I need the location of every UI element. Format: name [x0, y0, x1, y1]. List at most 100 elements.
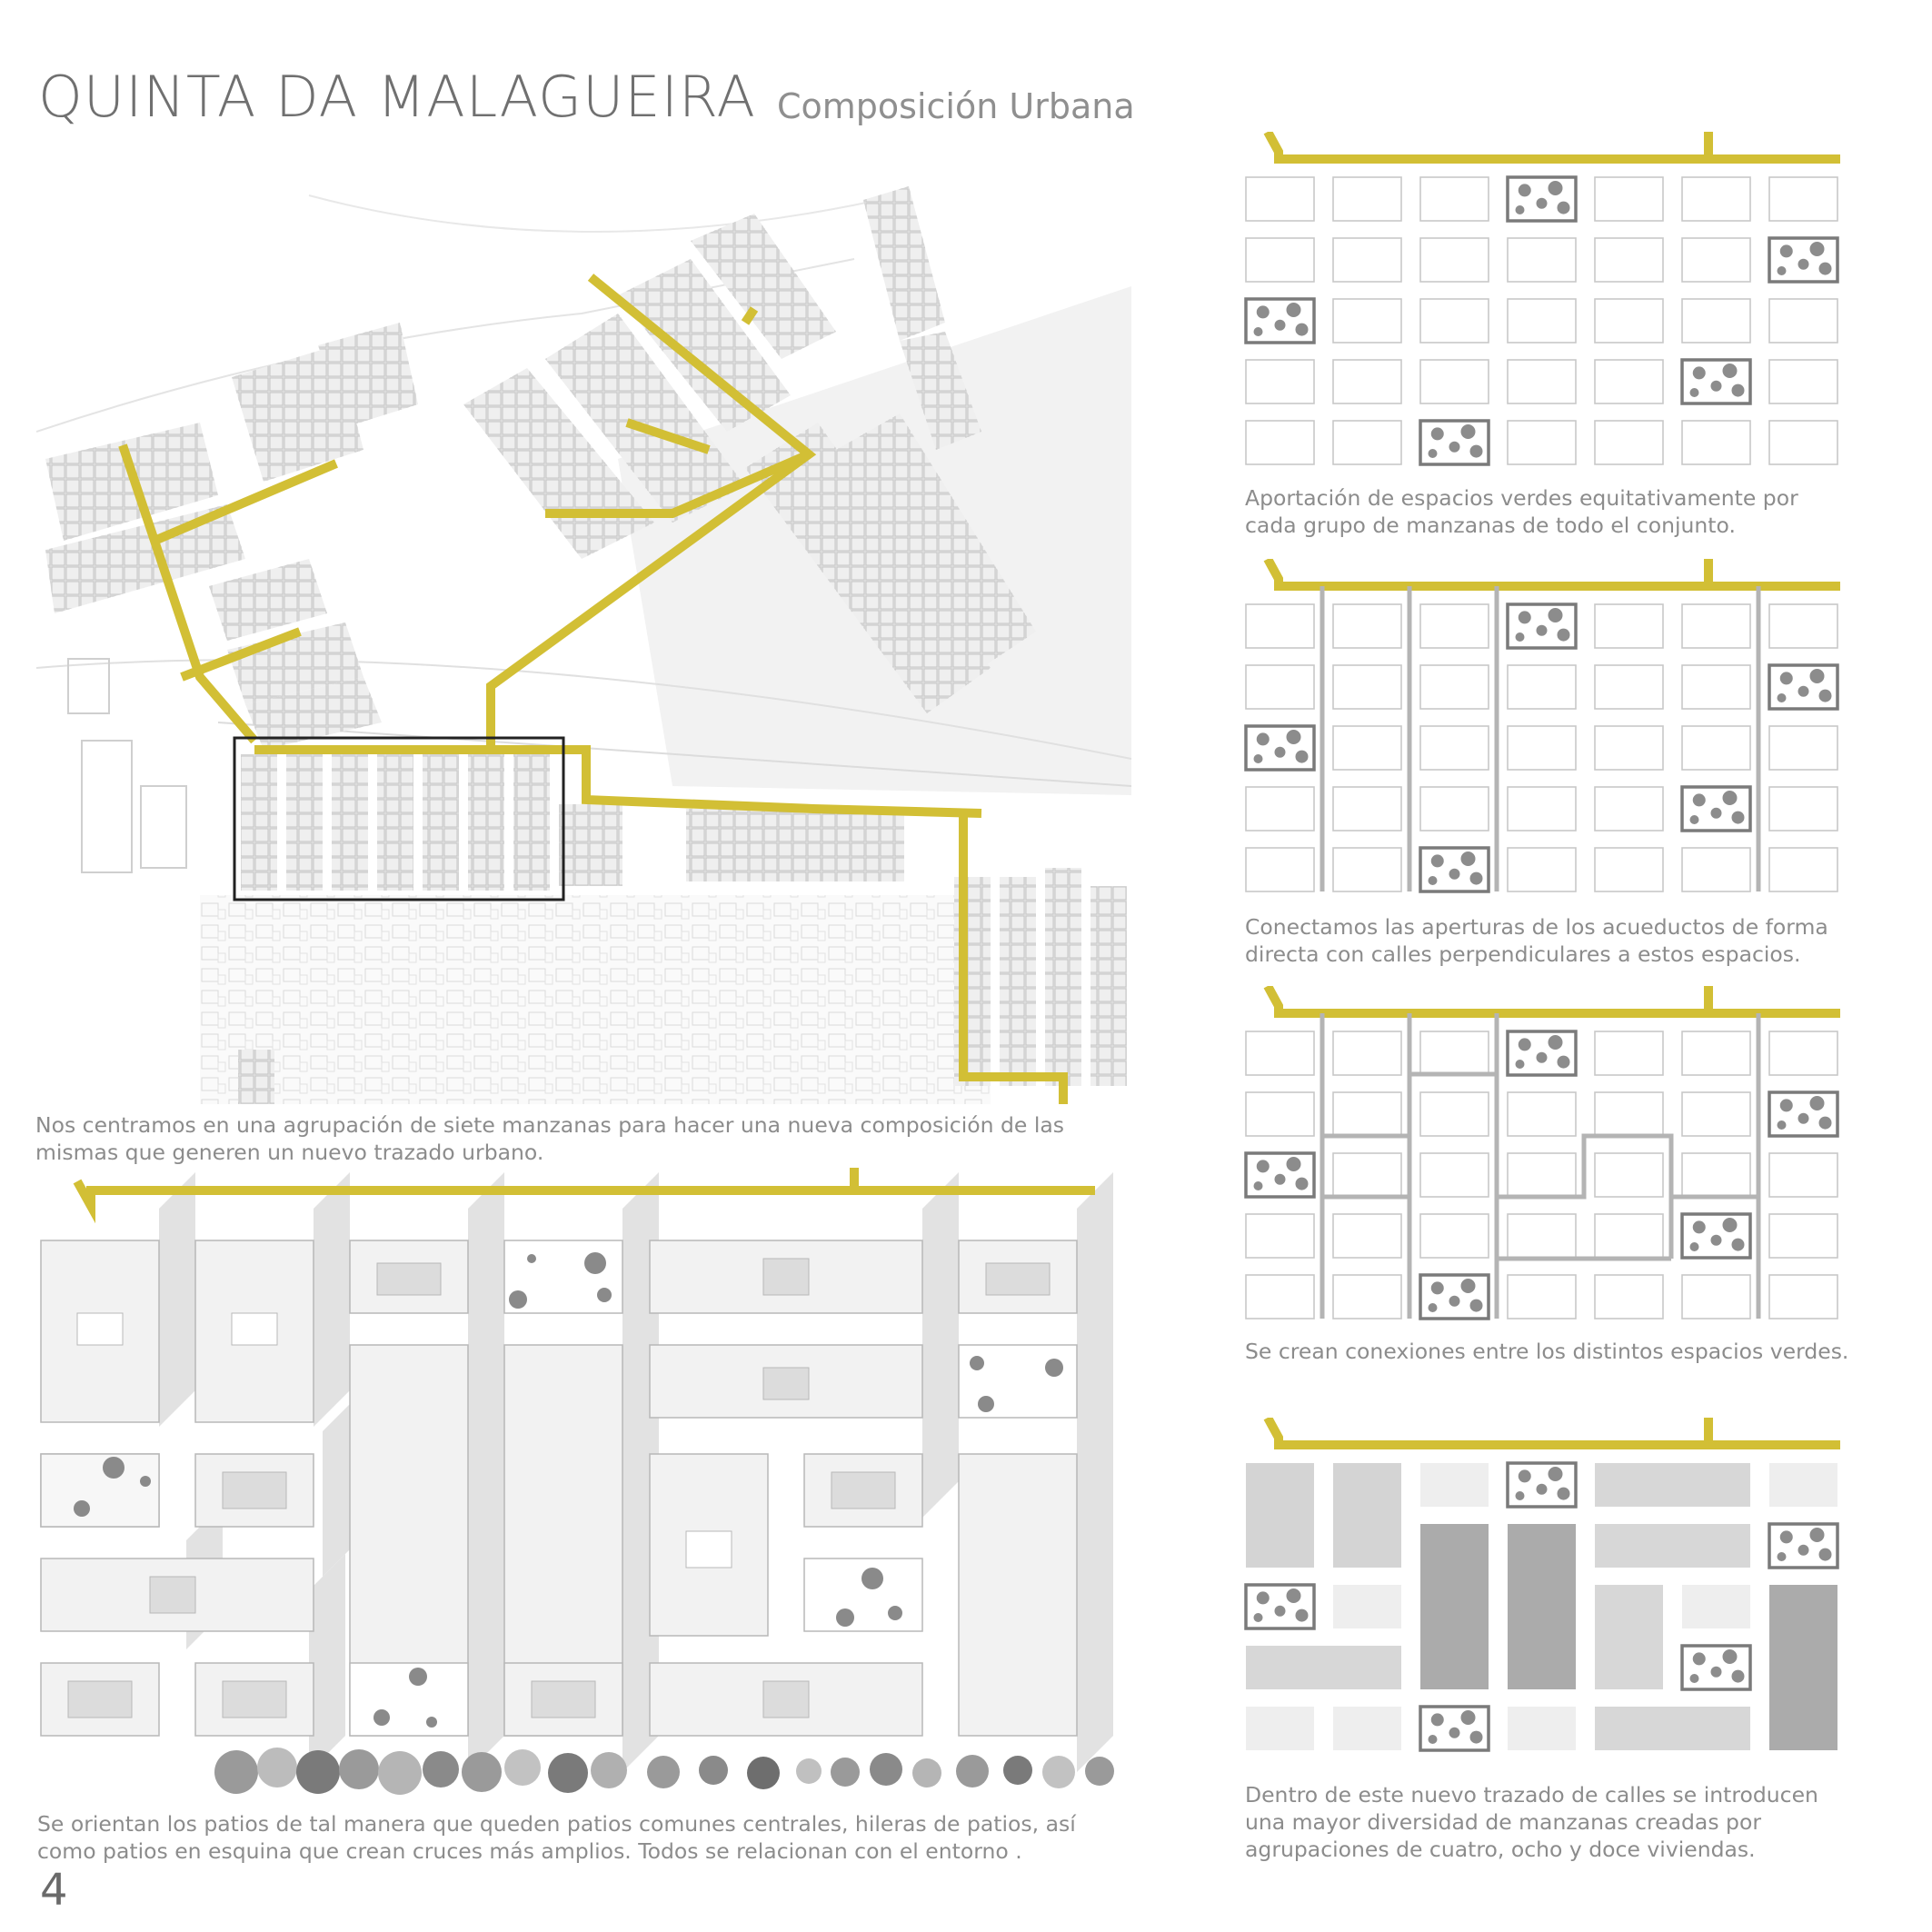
- page-number: 4: [40, 1865, 68, 1916]
- tree-icon: [1428, 876, 1438, 885]
- block: [1768, 725, 1838, 771]
- tree-icon: [1536, 197, 1548, 209]
- tree-icon: [1731, 811, 1745, 824]
- tree-icon: [1515, 1491, 1525, 1500]
- green-connection: [1497, 1133, 1758, 1259]
- tree-icon: [1779, 672, 1793, 685]
- tree-icon: [1809, 1096, 1825, 1110]
- block: [1681, 237, 1751, 283]
- block: [1681, 664, 1751, 710]
- tree-icon: [1460, 851, 1476, 866]
- tree-icon: [1253, 327, 1263, 336]
- block: [1768, 1152, 1838, 1198]
- housing-block: [1595, 1585, 1663, 1689]
- block: [1245, 237, 1315, 283]
- block: [1768, 298, 1838, 344]
- tree-icon: [1469, 1299, 1483, 1312]
- block: [1245, 786, 1315, 832]
- housing-block: [1769, 1585, 1837, 1750]
- page-subtitle: Composición Urbana: [777, 86, 1135, 126]
- block: [1332, 237, 1402, 283]
- tree-icon: [1469, 444, 1483, 458]
- tree-icon: [1286, 730, 1301, 744]
- block: [1332, 664, 1402, 710]
- tree-icon: [1557, 628, 1570, 642]
- tree-icon: [1722, 363, 1738, 378]
- block: [1332, 786, 1402, 832]
- tree-icon: [1253, 1613, 1263, 1622]
- block: [1594, 298, 1664, 344]
- block: [1332, 1091, 1402, 1137]
- tree-icon: [1818, 262, 1832, 275]
- housing-block: [1508, 1524, 1576, 1689]
- block: [1768, 1274, 1838, 1320]
- block: [1681, 1274, 1751, 1320]
- map-caption: Nos centramos en una agrupación de siete…: [35, 1112, 1065, 1165]
- block: [1594, 725, 1664, 771]
- composition-caption: Se orientan los patios de tal manera que…: [37, 1811, 1076, 1864]
- tree-icon: [1548, 181, 1563, 195]
- tree-icon: [1274, 1173, 1286, 1185]
- block: [1507, 1091, 1577, 1137]
- block: [1681, 420, 1751, 465]
- housing-block: [1333, 1707, 1401, 1750]
- block: [1594, 1031, 1664, 1076]
- block: [1768, 359, 1838, 404]
- tree-icon: [1295, 750, 1309, 763]
- block: [1245, 420, 1315, 465]
- block: [1245, 1274, 1315, 1320]
- diagram2-caption: Conectamos las aperturas de los acueduct…: [1245, 914, 1828, 967]
- aqueduct-road: [1263, 132, 1840, 164]
- tree-icon: [1449, 868, 1460, 880]
- tree-icon: [1548, 1467, 1563, 1481]
- tree-icon: [1430, 1281, 1444, 1295]
- tree-icon: [1798, 258, 1809, 270]
- tree-icon: [1274, 319, 1286, 331]
- tree-icon: [1692, 1220, 1706, 1234]
- tree-icon: [1722, 1649, 1738, 1664]
- block: [1681, 298, 1751, 344]
- tree-icon: [1428, 1735, 1438, 1744]
- block: [1768, 420, 1838, 465]
- block: [1419, 1213, 1489, 1259]
- tree-icon: [1809, 669, 1825, 683]
- block: [1332, 725, 1402, 771]
- block: [1419, 1091, 1489, 1137]
- tree-icon: [1692, 793, 1706, 807]
- tree-icon: [1557, 201, 1570, 214]
- housing-block: [1769, 1463, 1837, 1507]
- block: [1245, 1213, 1315, 1259]
- tree-icon: [1536, 624, 1548, 636]
- block: [1594, 1213, 1664, 1259]
- site-plan-map: [36, 159, 1131, 1104]
- tree-icon: [1449, 1727, 1460, 1738]
- block: [1681, 725, 1751, 771]
- block: [1332, 176, 1402, 222]
- tree-icon: [1818, 689, 1832, 702]
- housing-block: [1246, 1707, 1314, 1750]
- tree-icon: [1777, 1120, 1787, 1130]
- diagram3-caption: Se crean conexiones entre los distintos …: [1245, 1339, 1849, 1364]
- tree-icon: [1731, 383, 1745, 397]
- housing-block: [1508, 1707, 1576, 1750]
- aqueduct-road: [1263, 1418, 1840, 1449]
- tree-icon: [1518, 611, 1531, 624]
- tree-icon: [1295, 1608, 1309, 1622]
- block: [1419, 603, 1489, 649]
- tree-icon: [1809, 242, 1825, 256]
- tree-icon: [1692, 1652, 1706, 1666]
- tree-icon: [1518, 184, 1531, 197]
- diagram-green-spaces: [1244, 132, 1840, 466]
- housing-block: [1333, 1463, 1401, 1568]
- housing-block: [1420, 1463, 1489, 1507]
- tree-icon: [1286, 1157, 1301, 1171]
- block: [1768, 786, 1838, 832]
- tree-icon: [1779, 1530, 1793, 1544]
- tree-icon: [1710, 807, 1722, 819]
- housing-block: [1595, 1524, 1750, 1568]
- block: [1594, 176, 1664, 222]
- tree-icon: [1779, 1099, 1793, 1112]
- block: [1594, 1152, 1664, 1198]
- block: [1594, 1091, 1664, 1137]
- tree-icon: [1777, 693, 1787, 702]
